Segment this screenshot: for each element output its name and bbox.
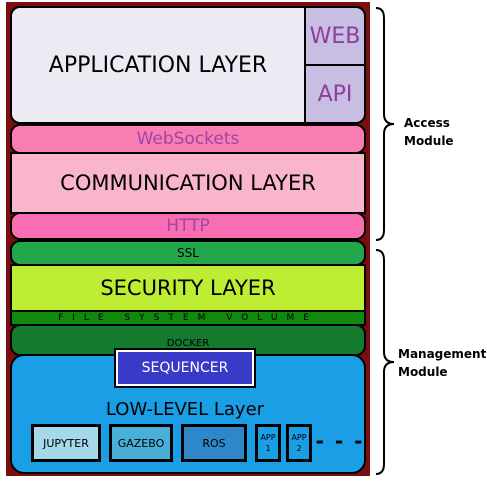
app-2-number: 2 xyxy=(296,444,302,453)
access-module-brace xyxy=(375,7,395,241)
management-module-label-line2: Module xyxy=(398,365,448,379)
app-2-label: APP xyxy=(291,433,307,442)
more-modules-ellipsis: - - - xyxy=(315,429,365,453)
access-module-label-line2: Module xyxy=(404,134,454,148)
ssl-band: SSL xyxy=(10,240,366,266)
access-module-label-line1: Access xyxy=(404,116,450,130)
jupyter-module: JUPYTER xyxy=(31,424,101,462)
app-1-number: 1 xyxy=(265,444,271,453)
security-layer: SECURITY LAYER xyxy=(10,264,366,312)
low-level-layer-label: LOW-LEVEL Layer xyxy=(105,398,265,420)
management-module-brace xyxy=(375,249,395,475)
api-block: API xyxy=(304,64,366,124)
access-module-label: Access Module xyxy=(404,114,474,150)
web-block: WEB xyxy=(304,6,366,66)
application-layer-label: APPLICATION LAYER xyxy=(48,52,268,78)
app-2-module: APP 2 xyxy=(286,424,312,462)
app-1-module: APP 1 xyxy=(255,424,281,462)
management-module-label-line1: Management xyxy=(398,347,487,361)
websockets-band: WebSockets xyxy=(10,124,366,154)
ros-module: ROS xyxy=(181,424,247,462)
http-band: HTTP xyxy=(10,212,366,240)
management-module-label: Management Module xyxy=(398,345,486,381)
communication-layer: COMMUNICATION LAYER xyxy=(10,152,366,214)
app-1-label: APP xyxy=(260,433,276,442)
sequencer-block: SEQUENCER xyxy=(114,348,256,388)
gazebo-module: GAZEBO xyxy=(109,424,173,462)
